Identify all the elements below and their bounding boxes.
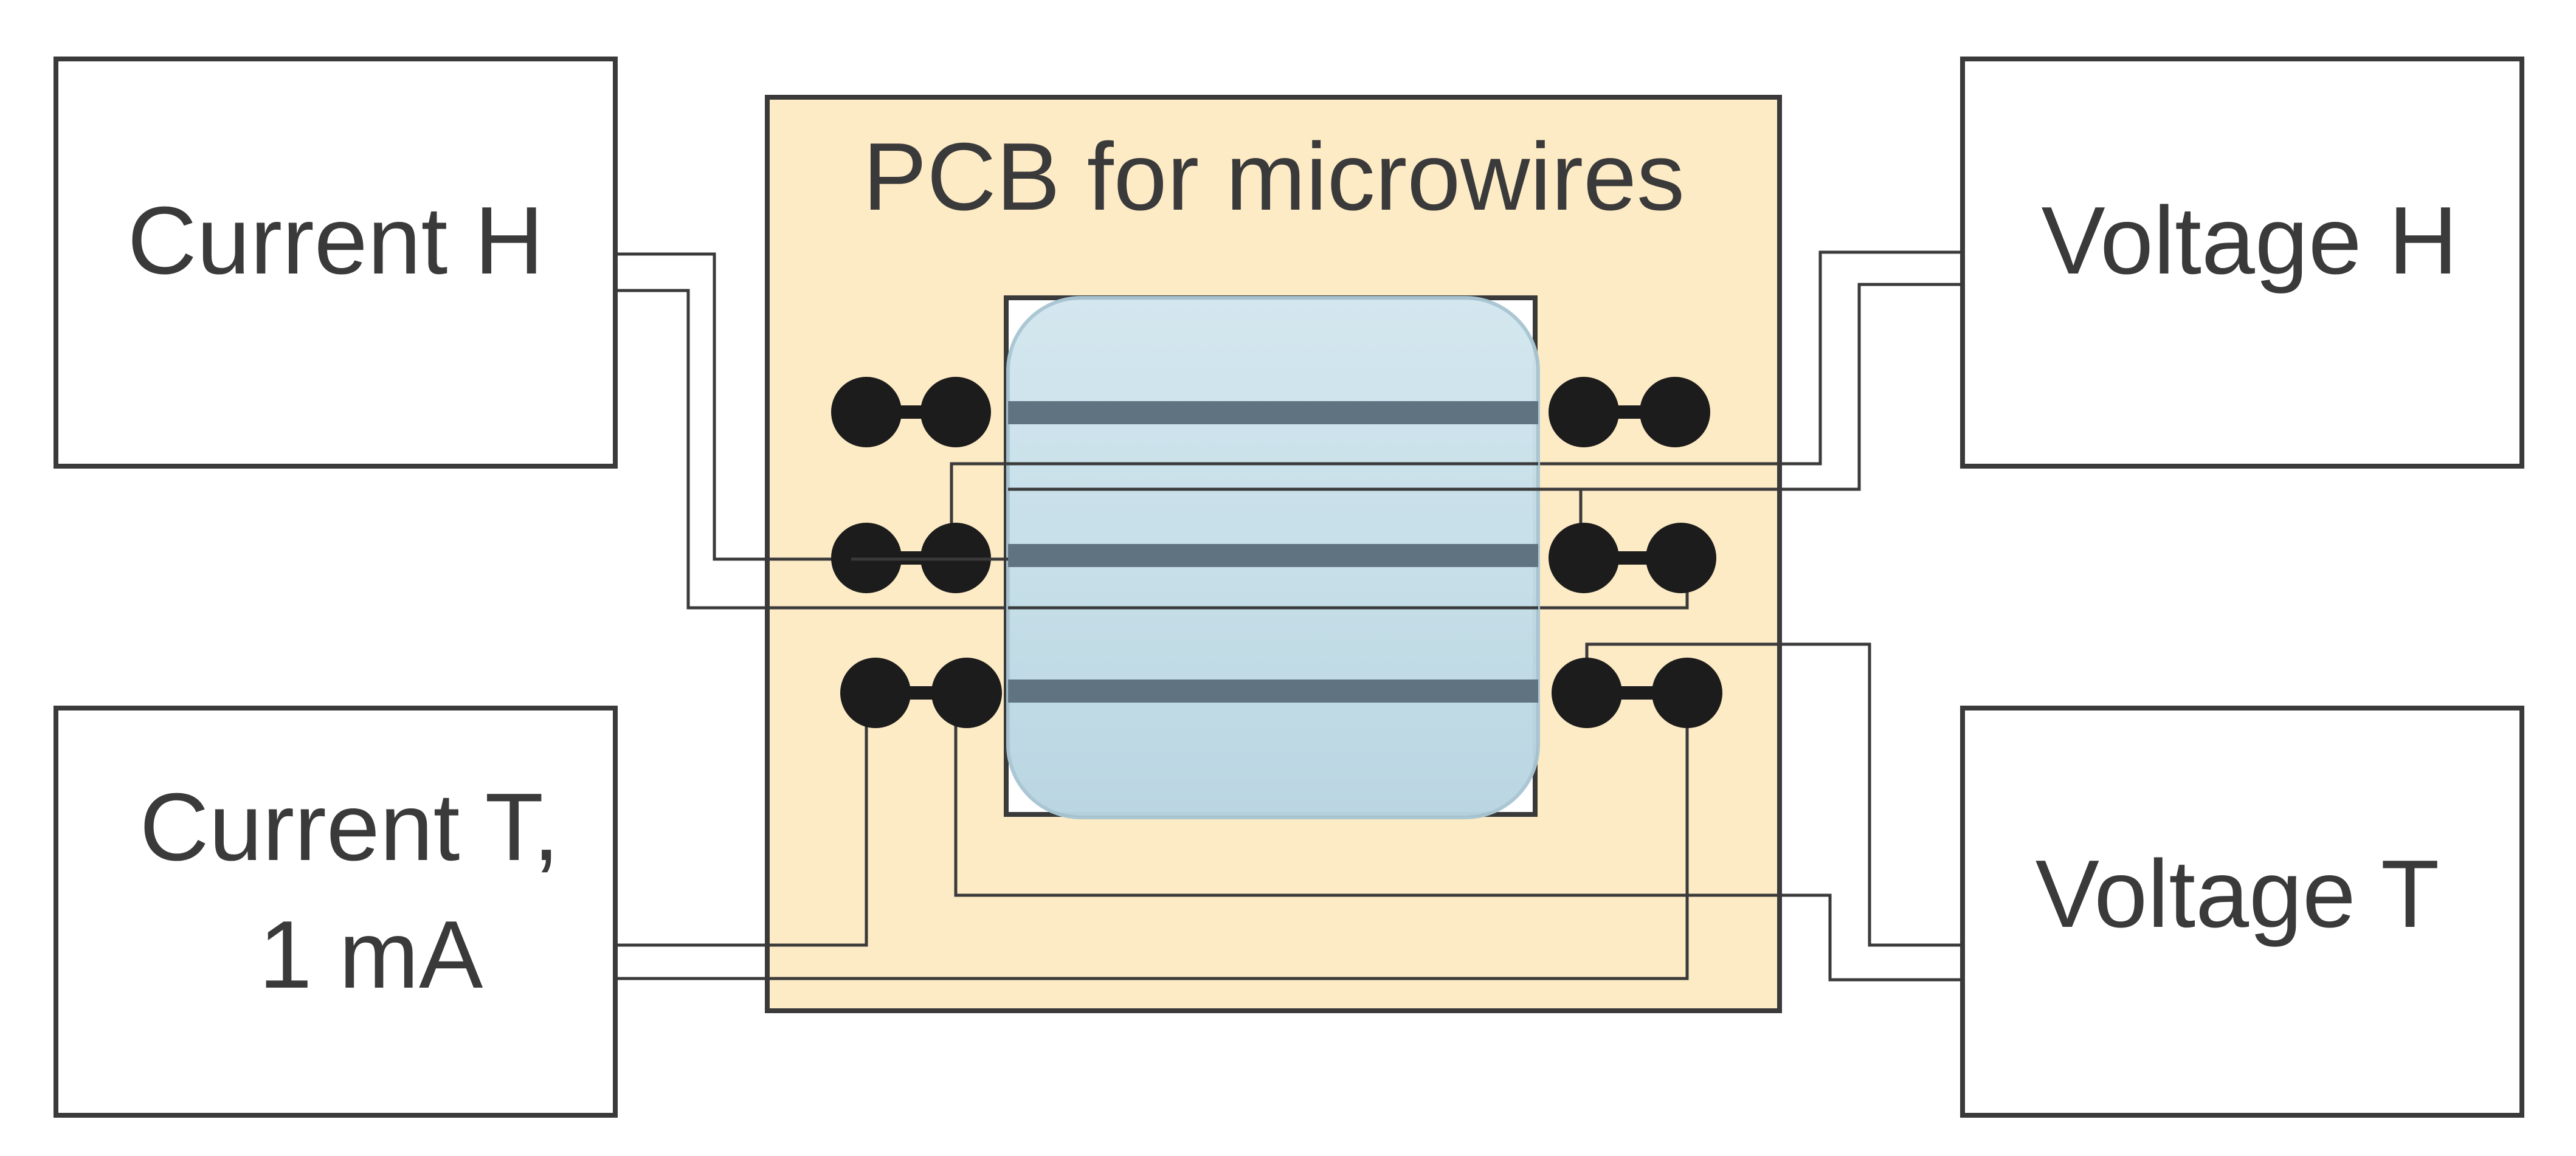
- box-current-t-label-line1: Current T,: [140, 774, 560, 881]
- wiring: [615, 250, 1963, 982]
- wire-voltage-h-b: [1579, 283, 1963, 559]
- box-current-h: Current H: [54, 57, 618, 469]
- pad: [1640, 377, 1710, 447]
- wire-current-t-b: [615, 693, 1689, 980]
- microwire-strip: [1008, 401, 1538, 424]
- wire-voltage-h-a: [950, 250, 1963, 559]
- box-voltage-h: Voltage H: [1960, 57, 2524, 469]
- wire-current-t-a: [615, 693, 868, 947]
- box-voltage-t: Voltage T: [1960, 706, 2524, 1118]
- pad: [1552, 658, 1622, 728]
- pcb-title: PCB for microwires: [863, 123, 1685, 230]
- box-current-t-frame: [54, 706, 618, 1118]
- pad: [1549, 377, 1619, 447]
- box-current-h-label: Current H: [128, 187, 544, 294]
- sample: [851, 296, 1581, 819]
- box-current-t: Current T, 1 mA: [54, 706, 618, 1118]
- pad: [831, 377, 902, 447]
- box-current-t-label-line2: 1 mA: [259, 901, 483, 1008]
- pad: [840, 658, 911, 728]
- box-voltage-h-frame: [1960, 57, 2524, 469]
- box-current-h-frame: [54, 57, 618, 469]
- pad: [931, 658, 1002, 728]
- wire-voltage-t-b: [954, 693, 1963, 982]
- pad: [920, 377, 991, 447]
- microwire-strip: [1008, 679, 1538, 703]
- microwire-strip: [1008, 544, 1538, 567]
- pad: [1652, 658, 1722, 728]
- box-voltage-h-label: Voltage H: [2041, 187, 2457, 294]
- pad: [1646, 523, 1716, 593]
- box-voltage-t-label: Voltage T: [2036, 841, 2440, 948]
- box-voltage-t-frame: [1960, 706, 2524, 1118]
- wire-current-h-a: [615, 252, 851, 561]
- pad: [1549, 523, 1619, 593]
